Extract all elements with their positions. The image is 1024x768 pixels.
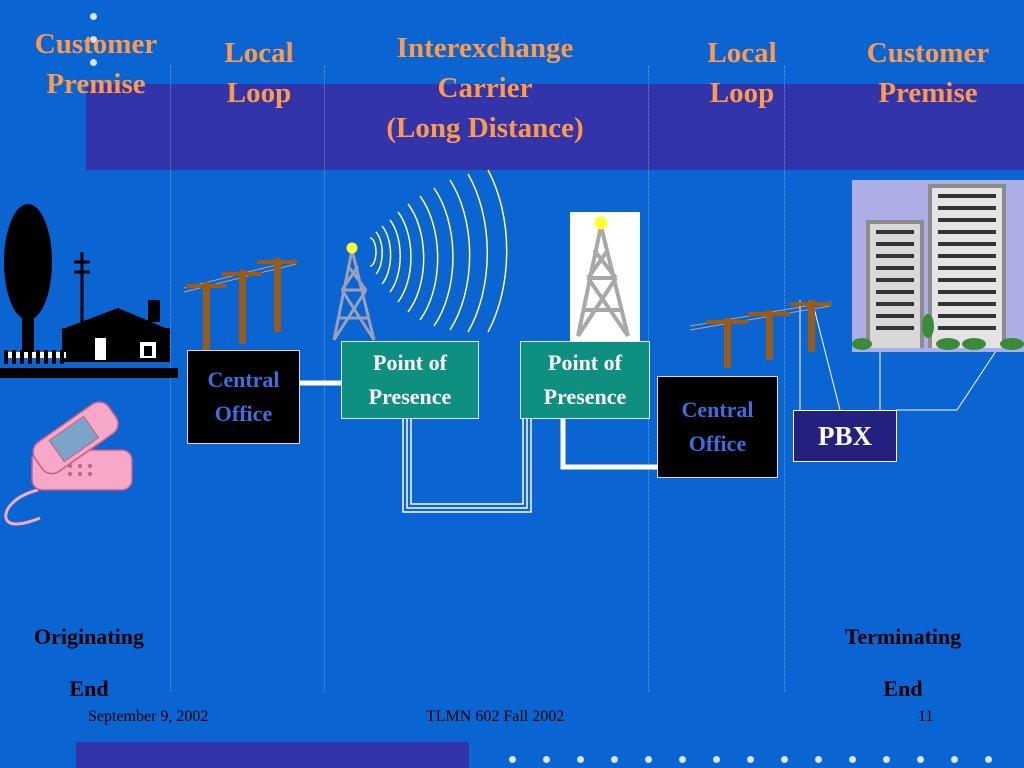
originating-label: Originating	[33, 624, 144, 649]
terminating-label: Terminating	[844, 624, 962, 649]
decorative-dot	[815, 756, 822, 763]
decorative-dot	[713, 756, 720, 763]
decorative-dot	[917, 756, 924, 763]
decorative-dot	[509, 756, 516, 763]
originating-end-label: End	[69, 676, 109, 701]
decorative-dot	[90, 59, 97, 66]
decorative-dot	[679, 756, 686, 763]
header-local-loop-left: Local Loop	[224, 37, 294, 109]
header-customer-premise-right: Customer Premise	[866, 37, 990, 109]
decorative-dot	[543, 756, 550, 763]
radio-tower-icon	[332, 242, 376, 341]
page-number: 11	[918, 708, 934, 725]
header-banner	[86, 84, 1024, 170]
house-with-tree-icon	[0, 204, 178, 378]
footer-bar	[76, 742, 469, 768]
footer-date: September 9, 2002	[88, 708, 209, 725]
central-office-left: Central Office	[187, 350, 300, 444]
section-divider	[170, 66, 171, 692]
utility-pole-icon	[183, 258, 297, 358]
footer-course: TLMN 602 Fall 2002	[426, 708, 565, 725]
radio-tower-icon	[570, 212, 640, 342]
decorative-dot	[577, 756, 584, 763]
decorative-dot	[747, 756, 754, 763]
decorative-dot	[883, 756, 890, 763]
header-interexchange-carrier: Interexchange Carrier (Long Distance)	[386, 32, 584, 144]
office-buildings-icon	[852, 180, 1024, 352]
telephone-icon	[4, 401, 133, 526]
header-local-loop-right: Local Loop	[707, 37, 777, 109]
decorative-dot	[849, 756, 856, 763]
header-customer-premise-left: Customer Premise	[34, 28, 158, 100]
decorative-dot	[781, 756, 788, 763]
point-of-presence-right: Point of Presence	[520, 341, 650, 419]
section-divider	[324, 66, 325, 692]
point-of-presence-left: Point of Presence	[341, 341, 479, 419]
central-office-right: Central Office	[657, 376, 778, 478]
decorative-dot	[985, 756, 992, 763]
decorative-dot	[951, 756, 958, 763]
terminating-end-label: End	[883, 676, 923, 701]
section-divider	[784, 66, 785, 692]
decorative-dot	[611, 756, 618, 763]
pbx-box: PBX	[793, 410, 897, 462]
decorative-dot	[645, 756, 652, 763]
decorative-dot	[90, 36, 97, 43]
decorative-dot	[90, 13, 97, 20]
microwave-waves-icon	[369, 169, 508, 333]
utility-pole-icon	[689, 300, 832, 368]
